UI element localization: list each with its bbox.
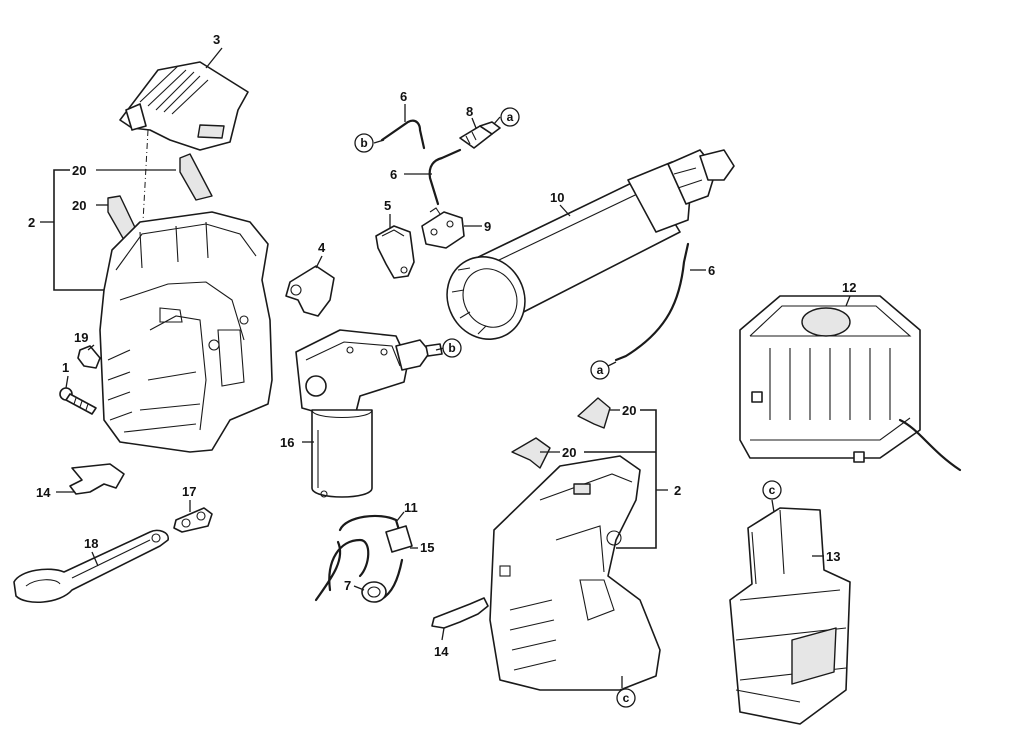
connector-b-top: b xyxy=(354,133,374,153)
callout-1: 1 xyxy=(62,360,69,375)
part-19-clip xyxy=(77,345,101,369)
callout-8: 8 xyxy=(466,104,473,119)
part-9-valve xyxy=(421,207,465,249)
callout-20-b: 20 xyxy=(72,198,86,213)
callout-7: 7 xyxy=(344,578,351,593)
callout-20-c: 20 xyxy=(622,403,636,418)
connector-c-housing: c xyxy=(616,688,636,708)
part-8-fitting xyxy=(459,121,501,149)
part-17-washer xyxy=(173,507,213,533)
callout-17: 17 xyxy=(182,484,196,499)
callout-20-d: 20 xyxy=(562,445,576,460)
svg-text:a: a xyxy=(597,363,604,377)
callout-2-right: 2 xyxy=(674,483,681,498)
callout-19: 19 xyxy=(74,330,88,345)
callout-6-mid: 6 xyxy=(390,167,397,182)
part-13-battery xyxy=(729,507,851,725)
svg-text:a: a xyxy=(507,110,514,124)
part-1-screw xyxy=(59,387,97,415)
part-18-strap xyxy=(13,529,169,604)
callout-18: 18 xyxy=(84,536,98,551)
callout-11: 11 xyxy=(404,500,418,515)
part-12-charger xyxy=(739,295,962,472)
svg-text:c: c xyxy=(769,483,776,497)
callout-10: 10 xyxy=(550,190,564,205)
callout-14-right: 14 xyxy=(434,644,449,659)
leader-lines xyxy=(40,47,851,688)
part-4-clip xyxy=(285,265,335,317)
svg-text:b: b xyxy=(448,341,455,355)
callout-16: 16 xyxy=(280,435,294,450)
part-11-wiring xyxy=(314,514,413,603)
svg-text:b: b xyxy=(360,136,367,150)
callout-labels: 3 20 20 2 4 6 6 8 5 9 10 6 12 19 1 16 14… xyxy=(28,32,856,659)
callout-15: 15 xyxy=(420,540,434,555)
callout-9: 9 xyxy=(484,219,491,234)
part-6-hoses xyxy=(380,119,690,362)
part-16-motor-unit xyxy=(295,329,443,498)
connector-c-battery: c xyxy=(762,480,782,500)
callout-14-left: 14 xyxy=(36,485,51,500)
connector-markers: b a b a c c xyxy=(354,107,782,708)
callout-4: 4 xyxy=(318,240,326,255)
connector-b-motor: b xyxy=(442,338,462,358)
callout-12: 12 xyxy=(842,280,856,295)
callout-3: 3 xyxy=(213,32,220,47)
callout-20-a: 20 xyxy=(72,163,86,178)
part-10-cartridge-tube xyxy=(446,149,735,340)
callout-13: 13 xyxy=(826,549,840,564)
part-2-housing-right xyxy=(489,455,661,691)
callout-5: 5 xyxy=(384,198,391,213)
connector-a-top: a xyxy=(500,107,520,127)
part-14-lock-left xyxy=(69,463,125,495)
svg-text:c: c xyxy=(623,691,630,705)
part-20-latch-right xyxy=(511,397,611,469)
part-2-housing-left xyxy=(99,211,273,453)
part-5-switch xyxy=(375,225,415,279)
callout-6-top: 6 xyxy=(400,89,407,104)
connector-a-hose: a xyxy=(590,360,610,380)
callout-6-right: 6 xyxy=(708,263,715,278)
part-3-top-cover xyxy=(119,61,249,241)
callout-2-left: 2 xyxy=(28,215,35,230)
part-14-lock-right xyxy=(431,597,489,629)
